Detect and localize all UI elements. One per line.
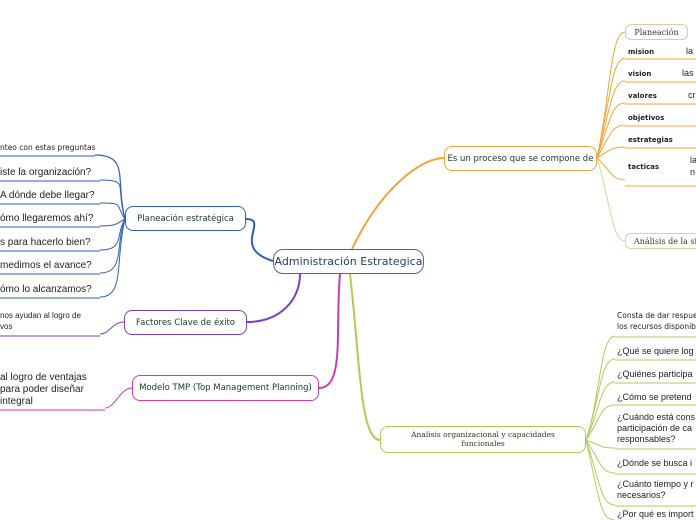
- analisis-intro-line: Consta de dar respuesta: [617, 311, 696, 320]
- planeacion-header-text: nteo con estas preguntas: [0, 143, 96, 152]
- analisis-question-line: responsables?: [617, 434, 676, 444]
- edge-central-analisis: [349, 273, 381, 441]
- analisis-situacion-label: Análisis de la sit: [634, 236, 696, 246]
- analisis-question-line: necesarios?: [617, 490, 666, 500]
- analisis-question[interactable]: ¿Cuándo está cons: [617, 412, 696, 422]
- tmp-text-line: al logro de ventajas: [0, 372, 87, 383]
- analisis-situacion-node[interactable]: Análisis de la sit: [625, 233, 696, 249]
- proceso-item-value: la: [690, 155, 696, 165]
- central-topic-label: Administración Estrategica: [274, 255, 423, 268]
- edge-plan-q2: [99, 202, 126, 220]
- edge-central-proceso: [351, 157, 445, 250]
- proceso-item-label[interactable]: objetivos: [628, 114, 665, 122]
- edge-central-planeacion: [245, 218, 274, 262]
- planeacion-estrategica-node[interactable]: Planeación estratégica: [125, 206, 246, 231]
- question-item[interactable]: ómo llegaremos ahí?: [0, 213, 94, 224]
- analisis-intro-line: los recursos disponibles: [617, 322, 696, 331]
- planeacion-label: Planeación: [634, 27, 679, 37]
- edge-central-factores: [246, 273, 301, 323]
- planeacion-estrategica-label: Planeación estratégica: [137, 213, 234, 224]
- central-topic-node[interactable]: Administración Estrategica: [273, 249, 424, 274]
- analisis-question[interactable]: ¿Cuánto tiempo y r: [617, 479, 694, 489]
- factores-text-line: nos ayudan al logro de: [0, 311, 81, 320]
- analisis-organizacional-node[interactable]: Analisis organizacional y capacidades fu…: [380, 426, 586, 453]
- analisis-question[interactable]: ¿Quiénes participa: [617, 369, 693, 379]
- edge-plan-q4: [99, 218, 126, 251]
- proceso-item-label[interactable]: mision: [628, 48, 655, 56]
- question-item[interactable]: medimos el avance?: [0, 260, 92, 271]
- question-item[interactable]: iste la organización?: [0, 167, 92, 178]
- planeacion-node[interactable]: Planeación: [625, 24, 688, 40]
- edge-central-tmp: [318, 273, 341, 389]
- proceso-item-value: n: [690, 167, 696, 177]
- modelo-tmp-node[interactable]: Modelo TMP (Top Management Planning): [132, 375, 319, 401]
- tmp-text-line: para poder diseñar: [0, 384, 84, 395]
- factores-text-line: vos: [0, 322, 13, 331]
- factores-clave-node[interactable]: Factores Clave de éxito: [124, 310, 247, 335]
- proceso-item-value: la: [686, 46, 694, 56]
- modelo-tmp-label: Modelo TMP (Top Management Planning): [139, 383, 312, 393]
- factores-clave-label: Factores Clave de éxito: [136, 317, 235, 328]
- edge-plan-q6: [99, 218, 126, 298]
- tmp-text-line: integral: [0, 396, 33, 407]
- analisis-question[interactable]: ¿Por qué es import: [617, 509, 694, 519]
- analisis-label-line: Analisis organizacional y capacidades: [411, 429, 555, 439]
- edge-plan-q3: [99, 218, 126, 227]
- analisis-question[interactable]: ¿Dónde se busca i: [617, 458, 693, 468]
- edge-plan-q5: [99, 218, 126, 274]
- proceso-item-value: cr: [688, 90, 696, 100]
- analisis-organizacional-label: Analisis organizacional y capacidades fu…: [411, 429, 555, 448]
- proceso-item-label[interactable]: vision: [628, 70, 652, 78]
- proceso-item-value: las: [682, 68, 694, 78]
- question-item[interactable]: s para hacerlo bien?: [0, 237, 91, 248]
- edge-plan-q1: [99, 179, 126, 220]
- proceso-item-label[interactable]: estrategias: [628, 136, 673, 144]
- analisis-label-line: funcionales: [461, 438, 505, 448]
- question-item[interactable]: ómo lo alcanzamos?: [0, 284, 92, 295]
- proceso-label: Es un proceso que se compone de: [447, 153, 594, 164]
- proceso-item-label[interactable]: tacticas: [628, 163, 660, 171]
- analisis-question-line: participación de ca: [617, 423, 693, 433]
- analisis-question[interactable]: ¿Qué se quiere log: [617, 346, 694, 356]
- proceso-item-label[interactable]: valores: [628, 92, 657, 100]
- question-item[interactable]: A dónde debe llegar?: [0, 190, 95, 201]
- proceso-node[interactable]: Es un proceso que se compone de: [444, 146, 597, 171]
- analisis-question[interactable]: ¿Cómo se pretend: [617, 392, 692, 402]
